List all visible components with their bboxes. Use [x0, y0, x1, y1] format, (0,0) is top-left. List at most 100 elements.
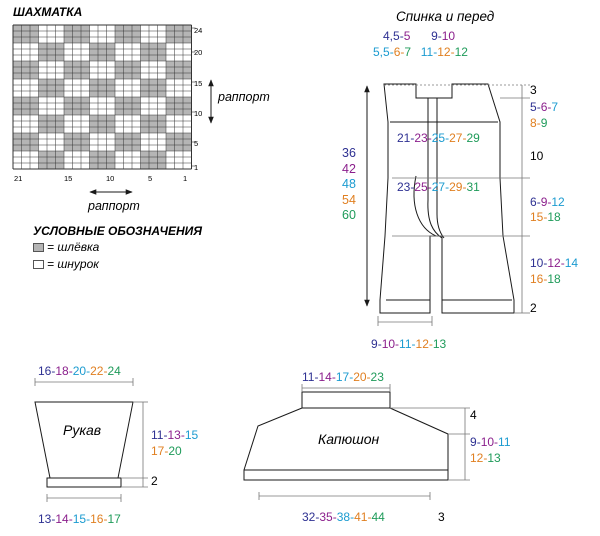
dim-10-12-14: 10-12-14 — [530, 256, 579, 270]
chart-cell-grey — [132, 31, 141, 37]
chart-cell-grey — [166, 31, 175, 37]
size-value: 23 — [370, 370, 384, 384]
rapport-label-right: раппорт — [218, 90, 270, 104]
chart-cell-grey — [98, 127, 107, 133]
chart-cell-grey — [21, 37, 30, 43]
chart-cell-grey — [47, 91, 56, 97]
chart-cell-grey — [149, 85, 158, 91]
chart-cell-grey — [21, 103, 30, 109]
chart-cell-grey — [81, 103, 90, 109]
legend-text: = шлёвка — [47, 240, 100, 254]
chart-cell-grey — [106, 115, 115, 121]
size-value: 6 — [393, 45, 401, 59]
chart-cell-grey — [64, 97, 73, 103]
chart-cell-grey — [81, 97, 90, 103]
size-value: 25 — [414, 180, 428, 194]
chart-cell-grey — [132, 133, 141, 139]
size-value: 54 — [342, 192, 356, 207]
chart-cell-grey — [81, 133, 90, 139]
chart-cell-grey — [157, 55, 166, 61]
dim-3: 3 — [530, 83, 537, 97]
chart-cell-grey — [38, 121, 47, 127]
chart-cell-grey — [157, 85, 166, 91]
chart-cell-grey — [132, 97, 141, 103]
size-value: 10 — [441, 29, 456, 43]
chart-cell-grey — [13, 37, 22, 43]
chart-cell-grey — [174, 145, 183, 151]
chart-cell-grey — [166, 103, 175, 109]
chart-cell-grey — [157, 163, 166, 169]
chart-cell-grey — [21, 97, 30, 103]
chart-right-tick: 20 — [194, 48, 203, 57]
chart-cell-grey — [81, 37, 90, 43]
chart-cell-grey — [81, 139, 90, 145]
chart-cell-grey — [38, 55, 47, 61]
size-value: 11 — [302, 370, 315, 384]
chart-cell-grey — [81, 61, 90, 67]
size-value: 23 — [414, 131, 428, 145]
legend-item-white: = шнурок — [33, 257, 99, 271]
chart-cell-grey — [174, 103, 183, 109]
size-value: 17 — [151, 444, 165, 458]
chart-cell-grey — [13, 103, 22, 109]
chart-cell-grey — [30, 31, 39, 37]
chart-cell-grey — [115, 25, 124, 31]
size-value: 44 — [371, 510, 385, 524]
chart-cell-grey — [149, 79, 158, 85]
chart-cell-grey — [149, 91, 158, 97]
chart-cell-grey — [140, 121, 149, 127]
size-value: 20 — [353, 370, 367, 384]
chart-cell-grey — [174, 37, 183, 43]
chart-cell-grey — [157, 79, 166, 85]
chart-cell-grey — [183, 37, 192, 43]
chart-cell-grey — [89, 91, 98, 97]
chart-cell-grey — [30, 25, 39, 31]
chart-cell-grey — [21, 109, 30, 115]
hood-dim-4: 4 — [470, 408, 477, 422]
chart-cell-grey — [64, 25, 73, 31]
chart-cell-grey — [98, 121, 107, 127]
size-value: 20 — [168, 444, 182, 458]
chart-cell-grey — [72, 37, 81, 43]
chart-cell-grey — [98, 163, 107, 169]
chart-cell-grey — [140, 91, 149, 97]
chart-cell-grey — [149, 151, 158, 157]
chart-cell-grey — [13, 109, 22, 115]
chart-cell-grey — [140, 85, 149, 91]
chart-cell-grey — [132, 37, 141, 43]
chart-cell-grey — [30, 61, 39, 67]
chart-cell-grey — [64, 133, 73, 139]
chart-cell-grey — [30, 97, 39, 103]
chart-cell-grey — [183, 67, 192, 73]
left-height-stack: 36 42 48 54 60 — [342, 146, 356, 224]
dim-5-6-7: 5-6-7 — [530, 100, 559, 114]
chart-cell-grey — [157, 121, 166, 127]
chart-cell-grey — [166, 145, 175, 151]
chart-cell-grey — [98, 91, 107, 97]
size-value: 14 — [564, 256, 579, 270]
chart-cell-grey — [166, 133, 175, 139]
chart-cell-grey — [174, 139, 183, 145]
chart-cell-grey — [132, 109, 141, 115]
size-value: 42 — [342, 161, 356, 176]
chart-cell-grey — [89, 115, 98, 121]
size-value: 5,5 — [373, 45, 390, 59]
chart-cell-grey — [64, 145, 73, 151]
size-value: 12 — [415, 337, 429, 351]
size-value: 8 — [530, 116, 537, 130]
dim-8-9: 8-9 — [530, 116, 548, 130]
chart-cell-grey — [123, 145, 132, 151]
size-value: 18 — [547, 210, 561, 224]
legend-item-grey: = шлёвка — [33, 240, 99, 254]
hood-outline — [243, 391, 449, 481]
chart-cell-grey — [30, 145, 39, 151]
chart-cell-grey — [115, 139, 124, 145]
size-value: 4,5 — [383, 29, 400, 43]
chart-cell-grey — [72, 145, 81, 151]
chart-cell-grey — [30, 109, 39, 115]
dim-15-18: 15-18 — [530, 210, 561, 224]
chart-cell-grey — [72, 97, 81, 103]
size-value: 23 — [397, 180, 411, 194]
chart-cell-grey — [174, 67, 183, 73]
chart-cell-grey — [115, 97, 124, 103]
